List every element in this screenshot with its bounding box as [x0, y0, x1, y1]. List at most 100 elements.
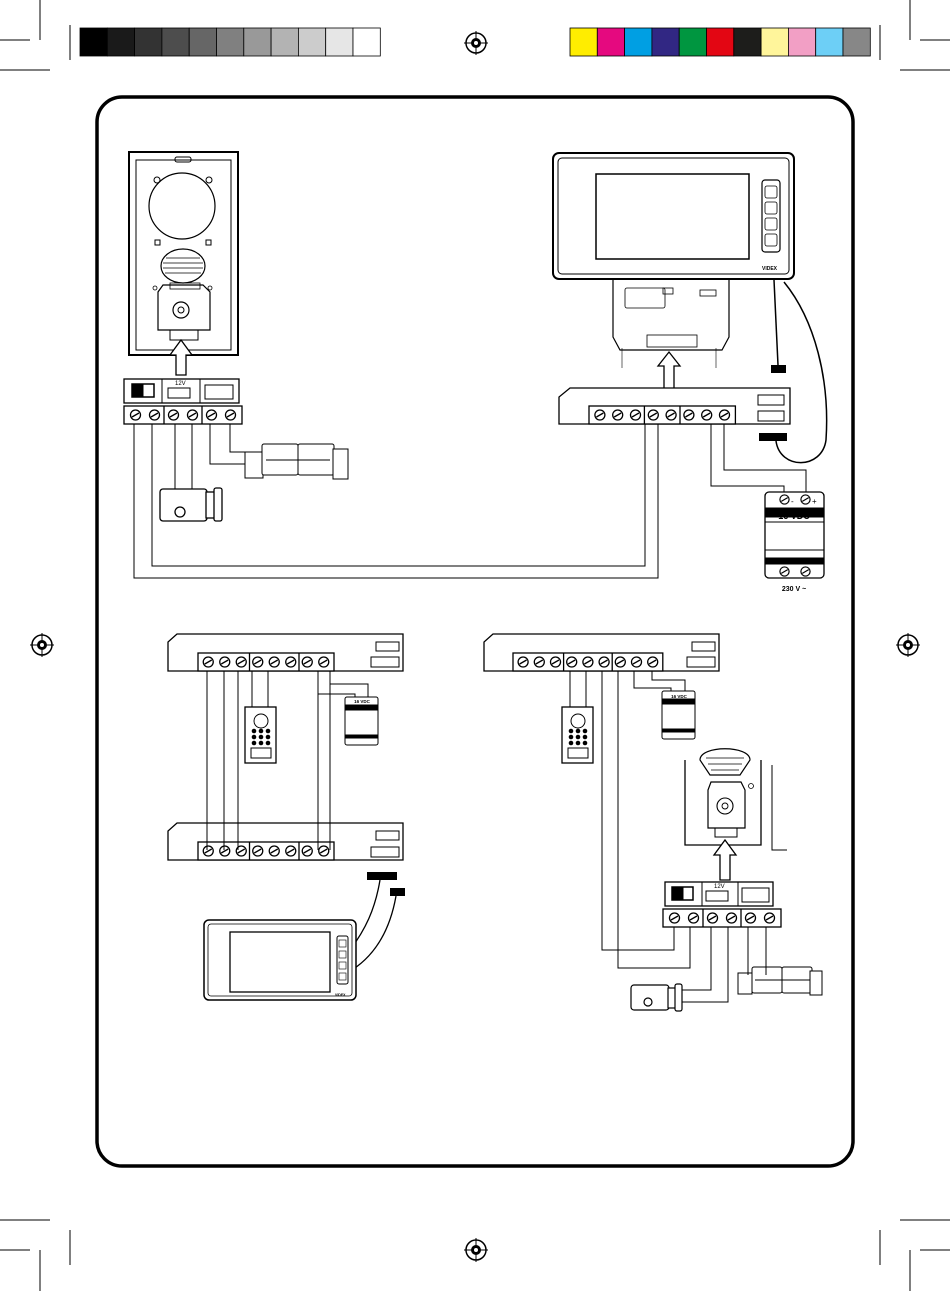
keypad-key [576, 741, 581, 746]
terminal-screw-icon [220, 657, 230, 667]
connector-plug-icon [771, 365, 786, 373]
terminal-screw-icon [801, 567, 810, 576]
connector-plug-icon [759, 433, 787, 441]
terminal-screw-icon [319, 846, 329, 856]
registration-mark-right [896, 633, 920, 657]
color-swatch [652, 28, 679, 56]
terminal-screw-icon [286, 846, 296, 856]
cable [352, 896, 396, 970]
keypad-key [252, 735, 257, 740]
color-swatch [816, 28, 843, 56]
terminal-screw-icon [203, 846, 213, 856]
connector-plug-icon [367, 872, 397, 880]
connector-plug-icon [390, 888, 405, 896]
keypad-key [583, 741, 588, 746]
psu-minus-label: - [791, 497, 794, 506]
power-supply-small [345, 697, 378, 745]
monitor-main [553, 153, 794, 279]
terminal-screw-icon [720, 410, 730, 420]
keypad-key [259, 741, 264, 746]
terminal-screw-icon [746, 913, 756, 923]
door-panel-secondary [685, 749, 787, 850]
color-swatch [788, 28, 815, 56]
terminal-screw-icon [169, 410, 179, 420]
color-swatch [135, 28, 162, 56]
psu-output-label: 16 VDC [354, 699, 371, 704]
terminal-screw-icon [648, 657, 658, 667]
terminal-screw-icon [780, 495, 789, 504]
keypad-key [583, 735, 588, 740]
keypad-key [266, 735, 271, 740]
terminal-screw-icon [253, 846, 263, 856]
color-swatch [189, 28, 216, 56]
terminal-screw-icon [319, 657, 329, 667]
terminal-screw-icon [150, 410, 160, 420]
color-swatch [734, 28, 761, 56]
keypad-key [259, 729, 264, 734]
up-arrow-icon [714, 840, 736, 880]
terminal-screw-icon [780, 567, 789, 576]
terminal-screw-icon [702, 410, 712, 420]
color-swatch [761, 28, 788, 56]
terminal-screw-icon [131, 410, 141, 420]
door-lock-icon [160, 488, 222, 521]
keypad-key [259, 735, 264, 740]
registration-mark-bottom [464, 1238, 488, 1262]
monitor-terminal-block [589, 406, 735, 424]
terminal-screw-icon [302, 657, 312, 667]
terminal-screw-icon [534, 657, 544, 667]
terminal-screw-icon [615, 657, 625, 667]
terminal-screw-icon [207, 410, 217, 420]
monitor-terminal-block [513, 653, 663, 671]
terminal-screw-icon [583, 657, 593, 667]
color-swatch [162, 28, 189, 56]
wiring-top [134, 424, 806, 578]
terminal-screw-icon [518, 657, 528, 667]
keypad-key [569, 729, 574, 734]
terminal-strip [198, 653, 334, 671]
monitor-brand-label: VIDEX [762, 266, 778, 272]
keypad-key [569, 741, 574, 746]
color-swatch [107, 28, 134, 56]
keypad-key [252, 729, 257, 734]
grayscale-calibration-bar [80, 28, 380, 56]
color-swatch [326, 28, 353, 56]
terminal-screw-icon [684, 410, 694, 420]
panel-terminal-block [124, 406, 242, 424]
panel-terminal-block [663, 909, 781, 927]
keypad-key [576, 735, 581, 740]
psu-input-label: 230 V ~ [782, 586, 806, 593]
terminal-screw-icon [599, 657, 609, 667]
color-swatch [217, 28, 244, 56]
keypad-key [583, 729, 588, 734]
terminal-screw-icon [236, 657, 246, 667]
color-swatch [843, 28, 870, 56]
terminal-screw-icon [666, 410, 676, 420]
terminal-screw-icon [727, 913, 737, 923]
monitor-secondary [204, 920, 356, 1000]
keypad-key [266, 729, 271, 734]
color-swatch [625, 28, 652, 56]
door-lock-icon [631, 984, 682, 1011]
color-swatch [80, 28, 107, 56]
terminal-screw-icon [226, 410, 236, 420]
gate-opener-icon [245, 444, 348, 479]
keypad-key [569, 735, 574, 740]
terminal-screw-icon [551, 657, 561, 667]
registration-mark-left [30, 633, 54, 657]
keypad-buttons [569, 729, 588, 746]
monitor-terminal-block [198, 653, 334, 671]
terminal-strip [663, 909, 781, 927]
registration-mark-top [464, 31, 488, 55]
color-calibration-bar [570, 28, 870, 56]
keypad-key [252, 741, 257, 746]
terminal-screw-icon [188, 410, 198, 420]
psu-output-label: 16 VDC [778, 511, 810, 521]
color-swatch [271, 28, 298, 56]
color-swatch [597, 28, 624, 56]
terminal-strip [589, 406, 735, 424]
terminal-screw-icon [567, 657, 577, 667]
terminal-screw-icon [613, 410, 623, 420]
gate-opener-icon [738, 967, 822, 995]
